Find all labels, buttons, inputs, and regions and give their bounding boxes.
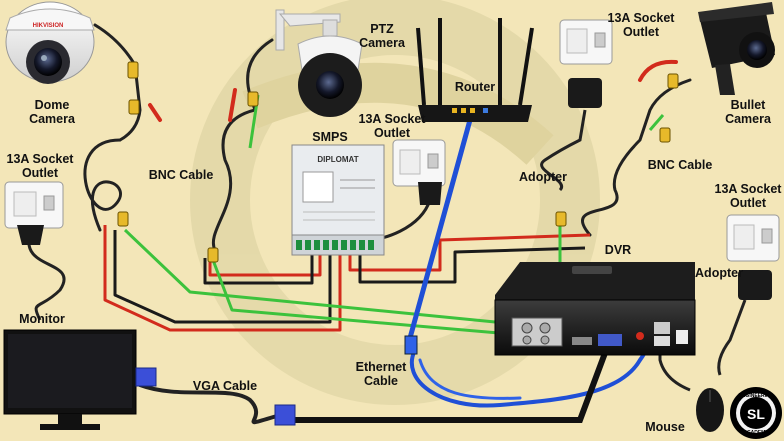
- label-adopter-right: Adopter: [695, 266, 743, 280]
- router: [416, 18, 534, 122]
- engineering-academy-logo: [730, 387, 782, 439]
- bnc-connectors: [117, 61, 679, 263]
- mouse-cable: [658, 345, 691, 392]
- label-outlet-left: 13A Socket Outlet: [6, 152, 74, 180]
- label-monitor: Monitor: [19, 312, 65, 326]
- label-ptz-camera: PTZ Camera: [359, 22, 405, 50]
- label-outlet-mid: 13A Socket Outlet: [358, 112, 426, 140]
- ptz-camera-cable: [211, 38, 274, 252]
- label-bnc-cable-left: BNC Cable: [148, 168, 214, 182]
- smps: [291, 144, 385, 256]
- dvr: [494, 262, 696, 356]
- logo-mid-text: SL: [747, 406, 765, 422]
- label-outlet-top-right: 13A Socket Outlet: [607, 11, 675, 39]
- smps-brand: DIPLOMAT: [317, 155, 358, 164]
- label-vga-cable: VGA Cable: [192, 379, 258, 393]
- mouse: [696, 388, 724, 432]
- power-wires: [103, 225, 591, 332]
- label-smps: SMPS: [312, 130, 348, 144]
- socket-outlet-left: [4, 181, 64, 229]
- label-ethernet-cable: Ethernet Cable: [355, 360, 407, 388]
- dome-camera: [5, 1, 95, 84]
- label-bullet-camera: Bullet Camera: [725, 98, 771, 126]
- bullet-camera-cable: [581, 59, 692, 237]
- dome-brand: HIKVISION: [33, 23, 64, 29]
- label-dome-camera: Dome Camera: [29, 98, 75, 126]
- ethernet-plug: [404, 335, 418, 355]
- label-adopter-mid: Adopter: [519, 170, 567, 184]
- label-outlet-right: 13A Socket Outlet: [714, 182, 782, 210]
- watermark-logo: [190, 0, 600, 405]
- dome-camera-cable: [83, 23, 162, 232]
- socket-outlet-right: [726, 214, 780, 262]
- logo-top-text: ENGINEERING: [738, 393, 773, 399]
- vga-plugs: [135, 367, 296, 426]
- label-dvr: DVR: [604, 243, 632, 257]
- plug-icons: [17, 78, 772, 300]
- label-mouse: Mouse: [645, 420, 685, 434]
- socket-outlet-mid: [392, 139, 446, 187]
- label-bnc-cable-right: BNC Cable: [647, 158, 713, 172]
- ptz-camera: [275, 9, 363, 117]
- socket-outlet-top-right: [559, 19, 613, 65]
- monitor: [3, 329, 137, 430]
- label-router: Router: [454, 80, 496, 94]
- logo-bottom-text: ACADEMY: [743, 430, 769, 436]
- bullet-camera: [698, 2, 775, 95]
- vga-cable: [138, 342, 611, 425]
